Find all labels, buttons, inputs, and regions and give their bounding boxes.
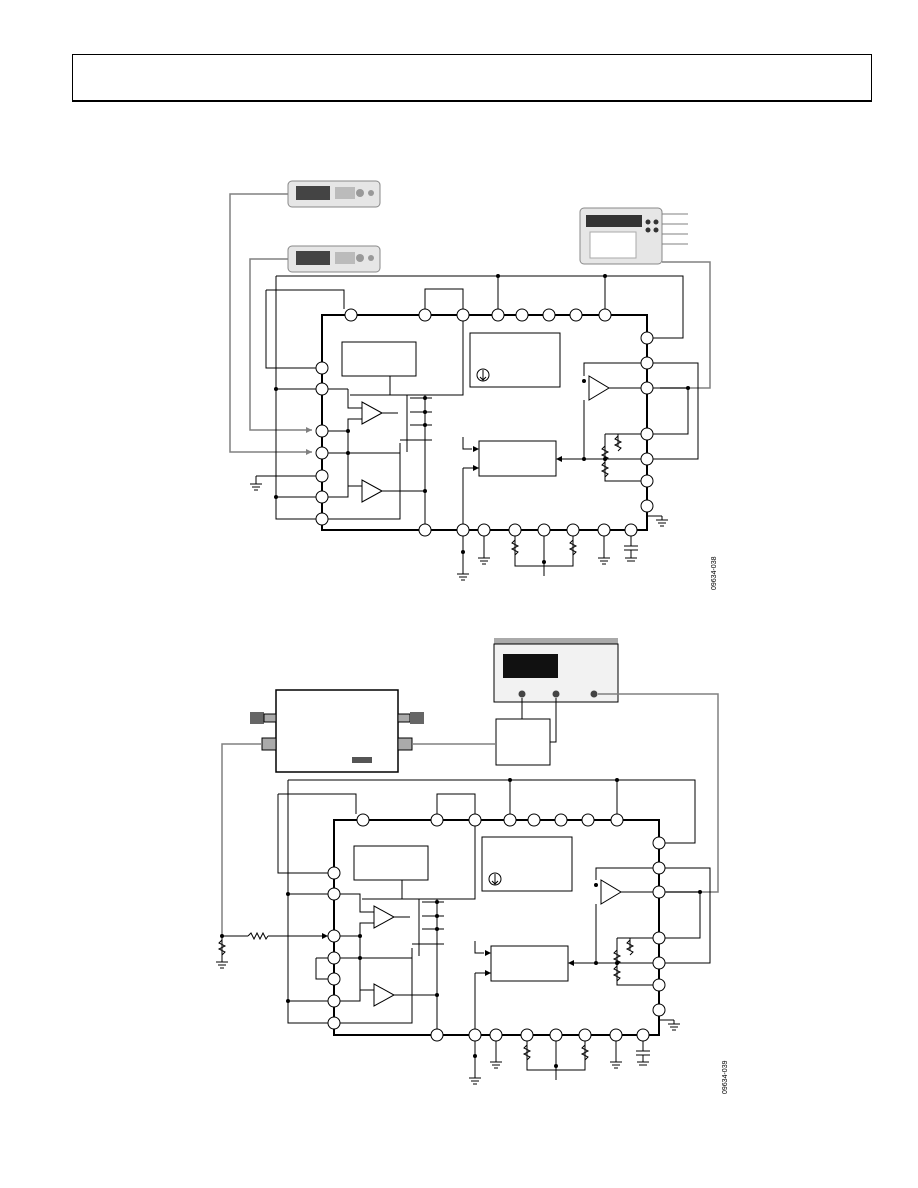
spectrum-analyzer-instrument bbox=[493, 638, 619, 703]
page-header-box bbox=[72, 54, 872, 102]
ground-symbols-fig2 bbox=[216, 961, 680, 1085]
figure-1-code: 09634-038 bbox=[711, 556, 718, 590]
internal-blocks-fig2 bbox=[353, 836, 622, 1007]
eval-board bbox=[250, 689, 424, 773]
signal-generator-2 bbox=[287, 245, 381, 273]
junction-dots-fig1 bbox=[274, 274, 690, 564]
filter-box bbox=[495, 718, 551, 766]
junction-dots-fig2 bbox=[220, 778, 702, 1068]
signal-generator-1 bbox=[287, 180, 381, 208]
arrowheads-fig2 bbox=[322, 933, 574, 976]
ground-symbols-fig1 bbox=[250, 475, 668, 581]
multimeter-instrument bbox=[579, 207, 688, 265]
resistors-fig2 bbox=[217, 931, 635, 1061]
pins-fig2 bbox=[327, 813, 666, 1042]
ic-package-fig2 bbox=[333, 819, 660, 1036]
arrowheads-fig1 bbox=[306, 427, 562, 471]
internal-blocks-fig1 bbox=[341, 332, 610, 503]
wiring-fig1 bbox=[265, 275, 699, 576]
figure-2-code: 09634-039 bbox=[722, 1060, 729, 1094]
resistors-fig1 bbox=[510, 435, 623, 556]
